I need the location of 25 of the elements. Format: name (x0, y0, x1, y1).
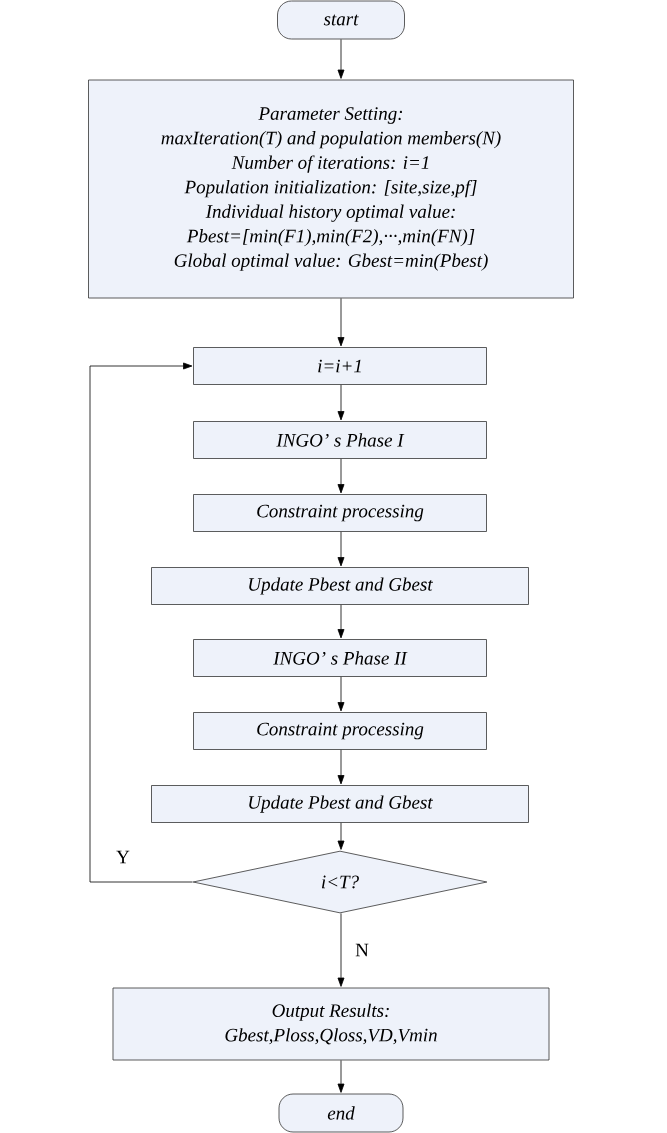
process-box: Constraint processing (193, 494, 487, 532)
process-box: Update Pbest and Gbest (151, 785, 529, 823)
arrow (337, 749, 345, 785)
arrow (337, 384, 345, 421)
process-box: Constraint processing (193, 712, 487, 750)
arrow (337, 1060, 345, 1093)
process-box: INGO’ s Phase II (193, 639, 487, 677)
arrow (337, 604, 345, 639)
process-box: Update Pbest and Gbest (151, 567, 529, 605)
arrow (337, 822, 345, 850)
arrow (337, 676, 345, 712)
arrow (337, 298, 345, 347)
process-box: Output Results: Gbest,Ploss,Qloss,VD,Vmin (112, 987, 550, 1061)
edge-label: Y (115, 849, 131, 865)
arrow (337, 531, 345, 567)
arrow (337, 458, 345, 494)
terminal-box: end (278, 1093, 404, 1133)
terminal-box: start (277, 0, 405, 40)
process-box: Parameter Setting: maxIteration(T) and population members(N) Number of iterations: i=1 Population initialization: [site,size,pf] Individual history optimal value: Pbest=[min(F1),min(F2),···,min(FN)] Global optimal value: Gbest=min(Pbest) (88, 79, 574, 299)
process-box: INGO’ s Phase I (193, 421, 487, 459)
process-box: i=i+1 (193, 347, 487, 385)
edge-label: N (354, 942, 370, 958)
arrow (337, 39, 345, 79)
arrow (89, 362, 193, 883)
arrow (337, 913, 345, 987)
